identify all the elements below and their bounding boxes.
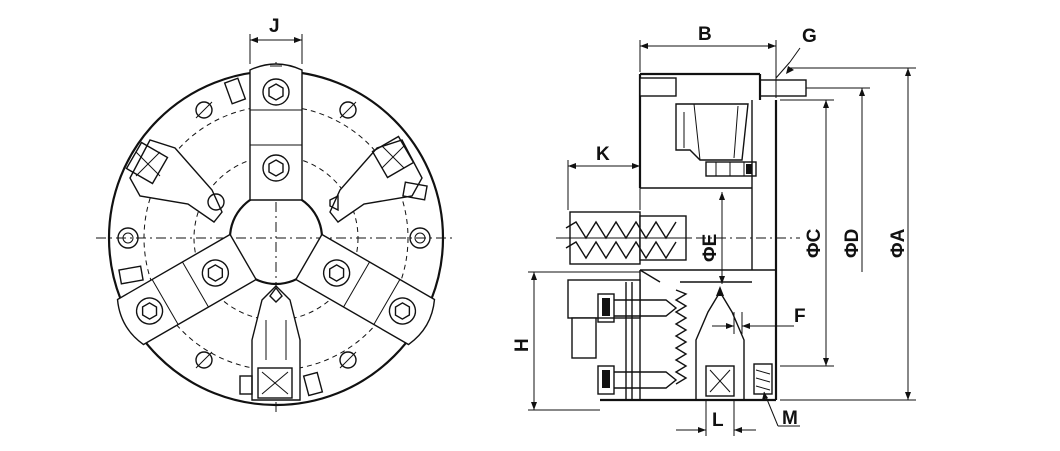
dimension-K: K — [567, 144, 641, 210]
lower-left-jaw — [116, 233, 258, 346]
dimension-phiA: ΦA — [780, 67, 916, 401]
wedge-upper-left — [125, 139, 225, 223]
top-jaw — [249, 63, 303, 201]
label-K: K — [596, 144, 610, 165]
set-screws-front — [118, 77, 428, 397]
side-body — [600, 72, 778, 402]
dimension-phiC: ΦC — [780, 99, 834, 367]
label-G: G — [802, 26, 817, 47]
dimension-L: L — [676, 400, 756, 436]
dimension-phiD: ΦD — [806, 87, 870, 272]
dimension-M: M — [762, 391, 800, 429]
lower-right-jaw — [294, 233, 436, 346]
label-phiA: ΦA — [888, 228, 909, 258]
side-top-jaw — [639, 77, 807, 177]
label-B: B — [698, 24, 712, 45]
label-F: F — [794, 306, 806, 327]
dimension-H: H — [512, 271, 640, 411]
label-phiE: ΦE — [700, 234, 721, 262]
dimension-J: J — [249, 16, 303, 64]
label-L: L — [712, 410, 724, 431]
label-J: J — [269, 16, 280, 37]
label-M: M — [782, 408, 798, 429]
side-view: B G K ΦE — [512, 24, 916, 436]
dimension-F: F — [712, 306, 806, 334]
dimension-phiE: ΦE — [700, 192, 725, 284]
wedge-bottom — [251, 285, 301, 401]
dimension-B: B — [639, 24, 777, 98]
dimension-G: G — [775, 26, 870, 89]
wedge-upper-right — [329, 135, 423, 223]
side-lower-jaw — [567, 279, 773, 401]
label-H: H — [512, 338, 533, 352]
label-phiC: ΦC — [804, 228, 825, 258]
bolt-holes — [117, 101, 431, 369]
front-view: J — [96, 16, 456, 412]
label-phiD: ΦD — [842, 229, 863, 258]
